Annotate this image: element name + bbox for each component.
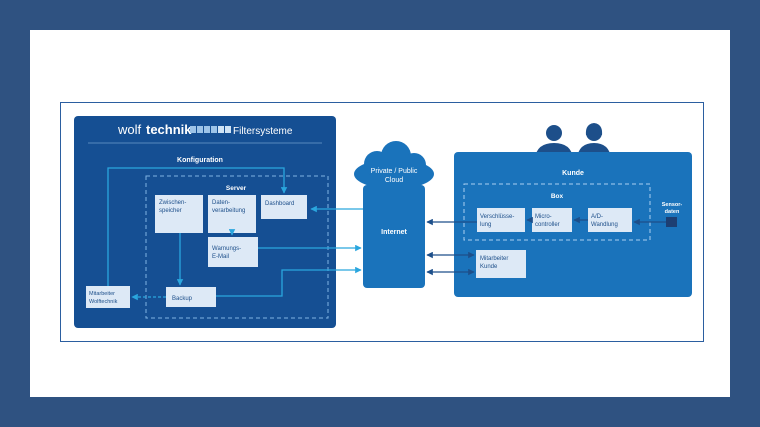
backup-label: Backup bbox=[172, 296, 193, 302]
dashboard-label: Dashboard bbox=[265, 201, 294, 207]
sensordaten-label-1: Sensor- bbox=[662, 202, 683, 208]
mitarbeiter-wolftechnik-label-1: Mitarbeiter bbox=[89, 291, 115, 297]
verschluesselung-label-2: lung bbox=[480, 222, 491, 228]
cross-panel-arrows bbox=[216, 205, 477, 297]
internet-label: Internet bbox=[381, 229, 407, 236]
konfiguration-panel bbox=[74, 116, 336, 328]
datenverarbeitung-label-1: Daten- bbox=[212, 200, 230, 206]
internet-block bbox=[363, 185, 425, 288]
microcontroller-label-1: Micro- bbox=[535, 214, 552, 220]
warnungs-email-box bbox=[208, 237, 258, 267]
mitarbeiter-wolftechnik-box bbox=[86, 286, 130, 308]
box-title: Box bbox=[551, 193, 564, 200]
mitarbeiter-kunde-label-1: Mitarbeiter bbox=[480, 256, 508, 262]
left-panel-arrows bbox=[107, 167, 288, 301]
box-region bbox=[463, 183, 651, 241]
cloud-shape bbox=[354, 141, 434, 189]
diagram-frame bbox=[60, 102, 704, 342]
sensordaten-label-2: daten bbox=[665, 209, 680, 215]
verschluesselung-label-1: Verschlüsse- bbox=[480, 214, 514, 220]
server-title: Server bbox=[226, 185, 247, 192]
mitarbeiter-wolftechnik-label-2: Wolftechnik bbox=[89, 299, 118, 305]
kunde-title: Kunde bbox=[562, 170, 584, 177]
brand-wolf: wolf bbox=[117, 122, 142, 137]
mitarbeiter-kunde-box bbox=[476, 250, 526, 278]
ad-wandlung-label-1: A/D- bbox=[591, 214, 603, 220]
zwischenspeicher-label-1: Zwischen- bbox=[159, 200, 186, 206]
datenverarbeitung-label-2: verarbeitung bbox=[212, 208, 245, 214]
mitarbeiter-kunde-label-2: Kunde bbox=[480, 264, 498, 270]
cloud-label-1: Private / Public bbox=[371, 168, 418, 175]
backup-box bbox=[166, 287, 216, 307]
ad-wandlung-box bbox=[588, 208, 632, 232]
dashboard-box bbox=[261, 195, 307, 219]
sensor-square bbox=[666, 217, 677, 227]
warnungs-label-2: E-Mail bbox=[212, 254, 229, 260]
zwischenspeicher-box bbox=[155, 195, 203, 233]
ad-wandlung-label-2: Wandlung bbox=[591, 222, 618, 228]
cloud-label-2: Cloud bbox=[385, 177, 403, 184]
right-panel-arrows bbox=[526, 216, 666, 226]
warnungs-label-1: Warnungs- bbox=[212, 246, 241, 252]
brand-subtitle: Filtersysteme bbox=[233, 126, 293, 137]
konfiguration-title: Konfiguration bbox=[177, 157, 223, 164]
microcontroller-label-2: controller bbox=[535, 222, 560, 228]
brand-technik: technik bbox=[146, 122, 192, 137]
microcontroller-box bbox=[532, 208, 572, 232]
verschluesselung-box bbox=[477, 208, 525, 232]
server-region bbox=[145, 175, 329, 319]
brand-logo-squares bbox=[190, 126, 231, 133]
zwischenspeicher-label-2: speicher bbox=[159, 208, 182, 214]
datenverarbeitung-box bbox=[208, 195, 256, 233]
